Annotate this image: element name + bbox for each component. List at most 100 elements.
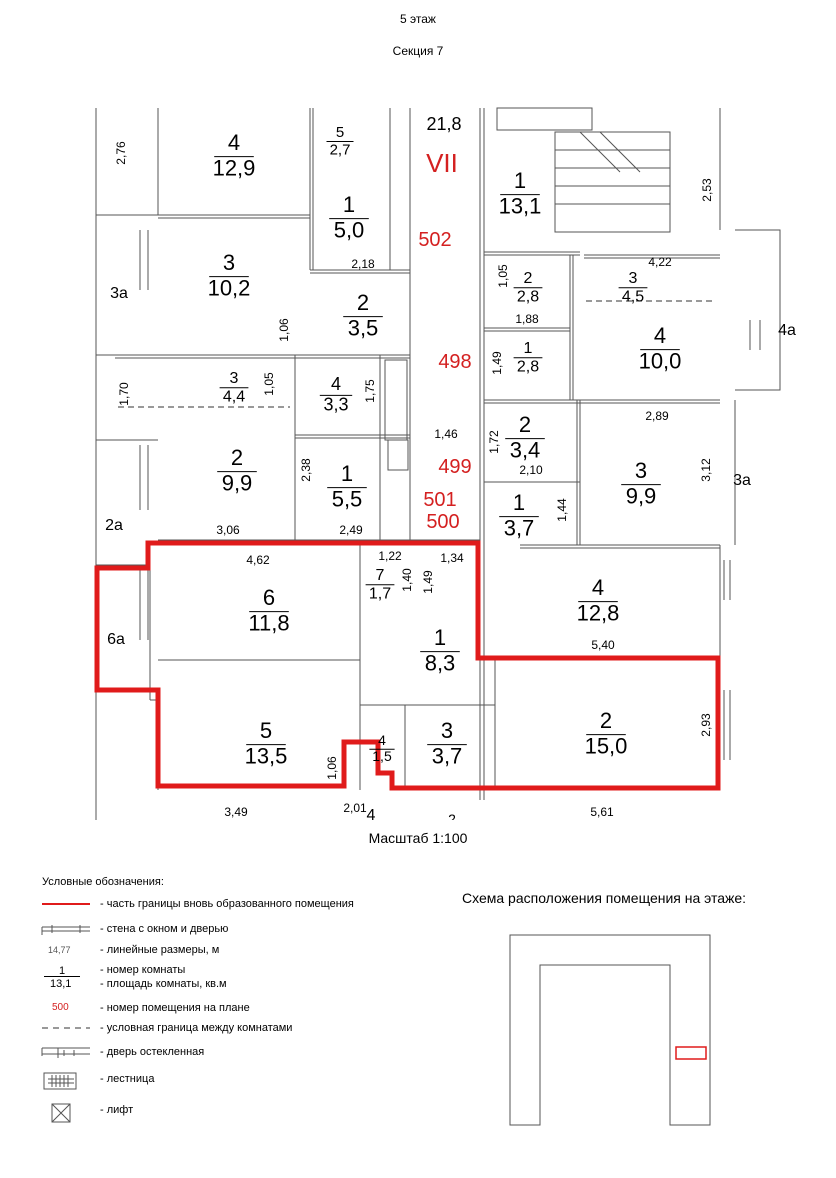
- dimension-label: 1,88: [515, 312, 539, 326]
- room-number: 1: [514, 168, 526, 193]
- apartment-number: 502: [418, 229, 451, 251]
- dimension-label: 3,12: [699, 458, 713, 482]
- balcony-label: 3а: [733, 472, 751, 489]
- new-room-boundary: [94, 540, 721, 791]
- dimension-label: 1,70: [117, 382, 131, 406]
- room-label: 15,0: [329, 192, 369, 242]
- dimension-label: 2,76: [114, 141, 128, 165]
- room-number: 1: [513, 490, 525, 515]
- dimension-label: 5,61: [590, 805, 614, 819]
- dimension-label: 1,22: [378, 549, 402, 563]
- room-area: 4,4: [223, 388, 245, 405]
- room-label: 71,7: [365, 567, 395, 602]
- dimension-label: 2,89: [645, 409, 669, 423]
- room-number: 3: [223, 250, 235, 275]
- room-number: 2: [519, 412, 531, 437]
- balcony-label: 6а: [107, 631, 125, 648]
- room-number: 4: [228, 130, 240, 155]
- balcony-label: 4а: [778, 322, 796, 339]
- room-number: 6: [263, 585, 275, 610]
- dimension-label: 2,10: [519, 463, 543, 477]
- room-number: 4: [331, 374, 341, 394]
- dimension-label: 2,53: [700, 178, 714, 202]
- walls: [95, 107, 781, 820]
- conditional-borders: [118, 300, 715, 408]
- legend-item-boundary: - часть границы вновь образованного поме…: [40, 896, 420, 914]
- dimension-label: 1,05: [496, 264, 510, 288]
- partial-room-label: 2: [448, 811, 456, 820]
- room-area: 2,7: [330, 141, 351, 158]
- dimension-label: 3,49: [224, 805, 248, 819]
- scale-label: Масштаб 1:100: [368, 830, 468, 846]
- legend-text: - номер комнаты: [100, 964, 186, 976]
- dimension-label: 1,06: [277, 318, 291, 342]
- legend-item-dimensions: 14,77 - линейные размеры, м: [40, 942, 420, 960]
- dimension-sample: 14,77: [48, 945, 71, 955]
- room-label: 34,5: [618, 270, 648, 305]
- room-label: 410,0: [639, 323, 682, 373]
- room-number: 2: [600, 708, 612, 733]
- dimension-label: 1,44: [555, 498, 569, 522]
- room-number: 4: [654, 323, 666, 348]
- room-area: 3,3: [323, 395, 348, 415]
- dimension-label: 1,40: [400, 568, 414, 592]
- room-label: 23,4: [505, 412, 545, 462]
- dimension-label: 2,01: [343, 801, 367, 815]
- dimension-label: 1,72: [487, 430, 501, 454]
- room-area: 1,5: [372, 748, 392, 764]
- partial-room-label: 4: [367, 807, 376, 820]
- room-area: 5,5: [332, 486, 363, 511]
- legend-text: - лифт: [100, 1104, 134, 1116]
- room-area: 3,7: [504, 515, 535, 540]
- labels-layer: VII5024984995015003а2а6а4а3а2,7621,82,53…: [105, 114, 796, 820]
- legend-item-dashed: - условная граница между комнатами: [40, 1020, 420, 1038]
- room-label: 22,8: [513, 270, 543, 305]
- room-label: 412,9: [213, 130, 256, 180]
- glass-door-icon: [41, 1047, 90, 1058]
- room-area: 1,7: [369, 585, 391, 602]
- room-area: 13,5: [245, 743, 288, 768]
- apartment-number: 499: [438, 456, 471, 478]
- room-label: 12,8: [513, 340, 543, 375]
- room-area: 12,8: [577, 600, 620, 625]
- room-area: 3,5: [348, 315, 379, 340]
- room-label: 43,3: [319, 374, 353, 415]
- room-number: 5: [260, 718, 272, 743]
- dimension-label: 2,93: [699, 713, 713, 737]
- room-number: 1: [341, 461, 353, 486]
- dimension-label: 1,34: [440, 551, 464, 565]
- room-number: 3: [230, 370, 239, 387]
- legend-title: Условные обозначения:: [42, 876, 164, 888]
- room-area: 12,9: [213, 155, 256, 180]
- legend-text: - часть границы вновь образованного поме…: [100, 898, 354, 910]
- boundary-line-icon: [42, 903, 90, 905]
- floor-label: 5 этаж: [400, 12, 436, 26]
- room-area: 4,5: [622, 288, 644, 305]
- legend-text: - площадь комнаты, кв.м: [100, 978, 227, 990]
- room-area: 15,0: [585, 733, 628, 758]
- stairs-icon: [43, 1072, 77, 1090]
- room-area: 11,8: [248, 610, 289, 635]
- room-number: 2: [524, 270, 533, 287]
- legend-item-glass-door: - дверь остекленная: [40, 1044, 420, 1062]
- room-area: 5,0: [334, 217, 365, 242]
- room-number: 5: [336, 124, 344, 141]
- dimension-label: 3,06: [216, 523, 240, 537]
- legend-item-elevator: - лифт: [40, 1102, 420, 1124]
- room-number: 2: [357, 290, 369, 315]
- legend-text: - стена с окном и дверью: [100, 923, 229, 935]
- room-num-sample: 1: [59, 965, 66, 977]
- building-outline: [509, 934, 711, 1126]
- scheme-title: Схема расположения помещения на этаже:: [462, 890, 747, 906]
- location-scheme: [509, 934, 711, 1126]
- room-number: 2: [231, 445, 243, 470]
- room-area: 9,9: [626, 483, 657, 508]
- room-area-sample: 13,1: [50, 978, 72, 990]
- room-label: 15,5: [327, 461, 367, 511]
- dimension-label: 4,22: [648, 255, 672, 269]
- room-label: 13,7: [499, 490, 539, 540]
- legend-item-room: 1 13,1 - номер комнаты - площадь комнаты…: [40, 963, 420, 993]
- dimension-label: 1,06: [325, 756, 339, 780]
- balcony-label: 3а: [110, 285, 128, 302]
